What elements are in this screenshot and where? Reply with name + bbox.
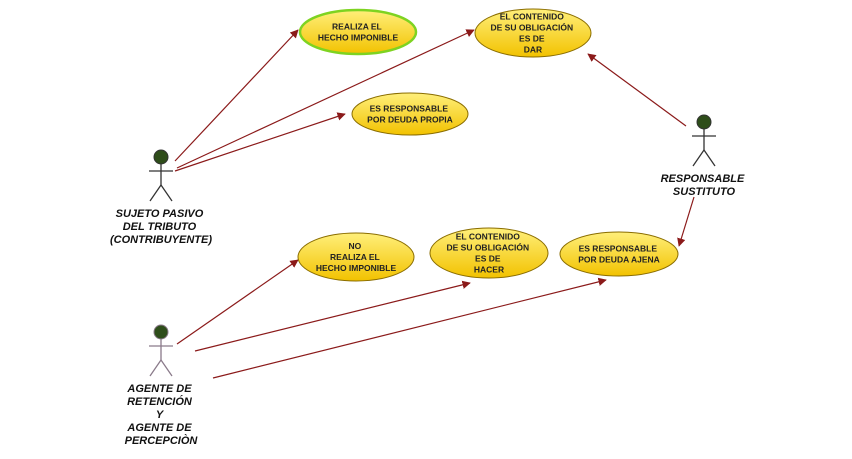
stick-figure-icon: [692, 115, 716, 166]
use-case-label-line: DE SU OBLIGACIÓN: [490, 22, 573, 33]
use-case-label-line: HECHO IMPONIBLE: [318, 33, 399, 43]
association-arrow: [587, 53, 687, 127]
use-case-label-line: EL CONTENIDO: [500, 12, 564, 22]
use-case-label: NO REALIZA EL HECHO IMPONIBLE: [316, 241, 397, 273]
association-arrow: [194, 280, 471, 352]
actor-label-line: Y: [156, 409, 165, 421]
actor-label-line: PERCEPCIÒN: [125, 434, 199, 447]
associations-layer: [174, 29, 695, 379]
association-arrow: [176, 29, 475, 169]
actor-label-line: RETENCIÓN: [127, 395, 193, 408]
use-case-label-line: REALIZA EL: [330, 252, 380, 262]
use-case-ellipse: [429, 227, 549, 279]
association-arrow: [677, 196, 695, 247]
use-case-label-line: NO: [348, 241, 361, 251]
use-case-label-line: ES RESPONSABLE: [579, 244, 658, 254]
use-case-label-line: ES DE: [475, 254, 501, 264]
association-arrow: [174, 29, 299, 162]
use-case-ellipse: [559, 231, 679, 277]
actor-label-line: DEL TRIBUTO: [123, 221, 197, 233]
association-arrow: [176, 259, 299, 345]
use-case-label: EL CONTENIDO DE SU OBLIGACIÓN ES DE HACE…: [446, 232, 531, 275]
actor-label-line: (CONTRIBUYENTE): [110, 234, 212, 246]
actor-agente-retencion-percepcion[interactable]: AGENTE DE RETENCIÓN Y AGENTE DE PERCEPCI…: [125, 325, 199, 447]
association-arrow: [174, 112, 346, 172]
use-case-no-realiza-hecho-imponible[interactable]: NO REALIZA EL HECHO IMPONIBLE: [297, 232, 415, 282]
use-case-label-line: ES DE: [519, 34, 545, 44]
actor-label-line: SUJETO PASIVO: [116, 208, 204, 220]
use-case-label-line: DE SU OBLIGACIÓN: [446, 242, 529, 253]
association-arrow: [212, 277, 607, 379]
actor-label: RESPONSABLE SUSTITUTO: [661, 173, 748, 198]
actor-responsable-sustituto[interactable]: RESPONSABLE SUSTITUTO: [661, 115, 748, 198]
actor-sujeto-pasivo[interactable]: SUJETO PASIVO DEL TRIBUTO (CONTRIBUYENTE…: [110, 150, 212, 246]
use-case-label: ES RESPONSABLE POR DEUDA PROPIA: [367, 104, 453, 125]
actor-label-line: AGENTE DE: [126, 422, 192, 434]
use-case-obligacion-dar[interactable]: EL CONTENIDO DE SU OBLIGACIÓN ES DE DAR: [474, 8, 592, 58]
actor-label-line: AGENTE DE: [126, 383, 192, 395]
stick-figure-icon: [149, 150, 173, 201]
use-case-deuda-propia[interactable]: ES RESPONSABLE POR DEUDA PROPIA: [351, 92, 469, 136]
use-case-obligacion-hacer[interactable]: EL CONTENIDO DE SU OBLIGACIÓN ES DE HACE…: [429, 227, 549, 279]
use-case-label-line: POR DEUDA PROPIA: [367, 115, 453, 125]
use-case-label-line: DAR: [524, 45, 542, 55]
stick-figure-icon: [149, 325, 173, 376]
actor-label-line: RESPONSABLE: [661, 173, 745, 185]
use-case-realiza-hecho-imponible[interactable]: REALIZA EL HECHO IMPONIBLE: [298, 8, 418, 56]
actor-label: AGENTE DE RETENCIÓN Y AGENTE DE PERCEPCI…: [125, 383, 199, 447]
use-case-ellipse: [297, 232, 415, 282]
use-case-label-line: HACER: [474, 265, 504, 275]
actor-label-line: SUSTITUTO: [673, 186, 736, 198]
actor-label: SUJETO PASIVO DEL TRIBUTO (CONTRIBUYENTE…: [110, 208, 212, 246]
use-case-label-line: EL CONTENIDO: [456, 232, 520, 242]
use-case-label-line: REALIZA EL: [332, 22, 382, 32]
use-case-deuda-ajena[interactable]: ES RESPONSABLE POR DEUDA AJENA: [559, 231, 679, 277]
use-case-ellipse: [474, 8, 592, 58]
use-case-ellipse: [298, 8, 418, 56]
use-case-ellipse: [351, 92, 469, 136]
use-case-label: REALIZA EL HECHO IMPONIBLE: [318, 22, 399, 43]
use-case-label-line: POR DEUDA AJENA: [578, 255, 660, 265]
use-case-label: ES RESPONSABLE POR DEUDA AJENA: [578, 244, 660, 265]
use-case-label-line: HECHO IMPONIBLE: [316, 263, 397, 273]
use-case-label: EL CONTENIDO DE SU OBLIGACIÓN ES DE DAR: [490, 12, 575, 55]
use-case-label-line: ES RESPONSABLE: [370, 104, 449, 114]
